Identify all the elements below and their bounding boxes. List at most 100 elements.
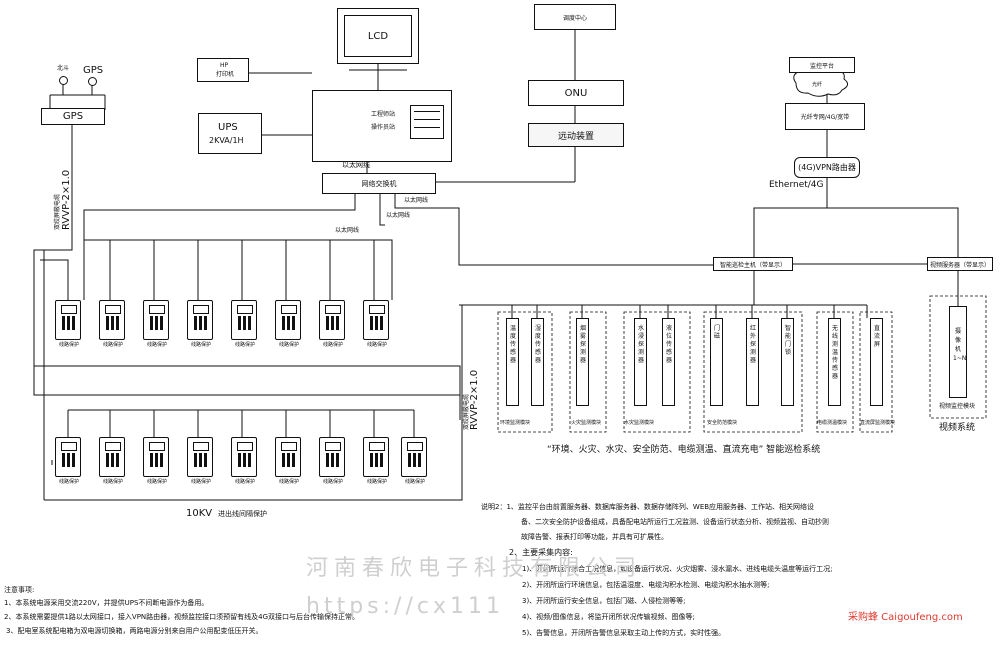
protection-relay: 线路保护 [143,437,169,485]
ups-unit: UPS 2KVA/1H [198,113,262,154]
relay-keypad [62,453,76,467]
relay-keypad [238,453,252,467]
onu-device: ONU [528,80,624,106]
note-intro-line-3: 故障告警、报表打印等功能，并具有可扩展性。 [521,533,668,541]
sensor-label: 液位传感器 [665,325,672,364]
operator-station-label: 操作员站 [371,124,396,131]
vpn-router: (4G)VPN路由器 [794,157,860,178]
relay-keypad [62,316,76,330]
cloud-label: 光纤 [812,82,823,88]
ethernet-label-4: 以太网线 [335,227,360,234]
relay-display [105,305,121,314]
ethernet-4g-label: Ethernet/4G [769,180,824,190]
note-item: 2)、开闭所运行环境信息，包括温湿度、电缆沟积水检测、电缆沟积水抽水测等; [522,581,770,589]
relay-display [369,305,385,314]
relay-display [369,442,385,451]
relay-display [237,305,253,314]
protection-relay: 线路保护 [55,300,81,348]
relay-keypad [370,453,384,467]
camera-unit: 摄像机1~N [949,306,967,398]
sensor-label: 门磁 [713,325,720,340]
relay-label: 线路保护 [190,479,211,485]
note-intro-line-1: 说明2：1、监控平台由前置服务器、数据库服务器、数据存储阵列、WEB应用服务器、… [481,503,815,511]
ethernet-label-2: 以太网线 [404,197,429,204]
system-caption: “环境、火灾、水灾、安全防范、电缆测温、直流充电” 智能巡检系统 [547,445,821,455]
video-server: 视频服务器（带显示） [927,257,993,271]
relay-display [61,442,77,451]
video-system-caption: 视频系统 [939,423,976,433]
sensor-device: 湿度传感器 [531,318,544,406]
sensor-label: 红外探测器 [749,325,756,364]
relay-keypad [238,316,252,330]
feeder-voltage-label: 10KV [186,508,213,519]
protection-relay: 线路保护 [363,300,389,348]
sensor-group-label: 水灾监测模块 [624,420,655,426]
sensor-label: 湿度传感器 [534,325,541,364]
relay-label: 线路保护 [322,342,343,348]
relay-display [105,442,121,451]
telecontrol-device: 远动装置 [528,123,624,147]
drive-bay [410,105,444,139]
relay-display [61,305,77,314]
note-item: 1)、开闭所运行综合工况信息，如设备运行状况、火灾烟雾、浸水漏水、进线电缆头温度… [522,565,833,573]
relay-label: 线路保护 [278,342,299,348]
relay-display [281,442,297,451]
workstation-computer: 工程师站 操作员站 [312,90,452,162]
relay-label: 线路保护 [234,479,255,485]
sensor-group-label: 火灾监测模块 [571,420,602,426]
company-watermark: 河南春欣电子科技有限公司 [306,556,643,581]
protection-relay: 线路保护 [363,437,389,485]
printer-model: HP [220,62,229,69]
sensor-device: 门磁 [710,318,723,406]
relay-keypad [370,316,384,330]
brand-watermark: 采购蜂 Caigoufeng.com [848,612,963,623]
sensor-label: 水浸探测器 [637,325,644,364]
ups-label: UPS [218,122,238,133]
video-module-label: 视频监控模块 [939,403,976,410]
ups-capacity: 2KVA/1H [209,136,244,145]
fiber-network: 光纤专网/4G/宽带 [785,103,865,130]
protection-relay: 线路保护 [319,437,345,485]
antenna-icon [88,77,97,86]
relay-keypad [282,453,296,467]
sensor-device: 水浸探测器 [634,318,647,406]
relay-display [407,442,423,451]
sensor-group-label: 安全防范模块 [707,420,738,426]
relay-label: 线路保护 [146,342,167,348]
sensor-device: 烟雾探测器 [576,318,589,406]
note-intro-line-2: 备、二次安全防护设备组成，具备配电站所运行工况监测、设备运行状态分析、视频监视、… [521,518,829,526]
relay-display [193,305,209,314]
protection-relay: 线路保护 [231,437,257,485]
sensor-label: 直流屏 [873,325,880,348]
note-main-title: 2、主要采集内容: [509,548,573,557]
relay-keypad [106,316,120,330]
relay-keypad [106,453,120,467]
relay-label: 线路保护 [102,479,123,485]
ethernet-label-1: 以太网线 [342,161,370,169]
sensor-group-label: 直流屏监测模块 [860,420,896,426]
notes-title: 注意事项: [4,586,35,594]
sensor-device: 直流屏 [870,318,883,406]
relay-display [325,442,341,451]
notes-line: 1、本系统电源采用交流220V，并提供UPS不间断电源作为备用。 [4,599,209,607]
protection-relay: 线路保护 [231,300,257,348]
relay-label: 线路保护 [322,479,343,485]
gps-receiver: GPS [41,108,105,125]
printer-label: 打印机 [216,71,235,78]
relay-display [149,305,165,314]
protection-relay: 线路保护 [275,437,301,485]
notes-line: 3、配电室系统配电箱为双电源切换箱，两路电源分别来自用户公用配变低压开关。 [6,627,263,635]
relay-label: 线路保护 [58,479,79,485]
sensor-group-label: 环境监测模块 [500,420,531,426]
sensor-label: 烟雾探测器 [579,325,586,364]
monitoring-platform: 监控平台 [789,57,855,73]
network-switch: 网络交换机 [322,173,436,194]
ethernet-label-3: 以太网线 [386,212,411,219]
sensor-label: 智能门锁 [784,325,791,356]
sensor-group-label: 电缆测温模块 [817,420,848,426]
relay-keypad [282,316,296,330]
protection-relay: 线路保护 [275,300,301,348]
antenna-icon [59,76,68,85]
relay-label: 线路保护 [146,479,167,485]
sensor-label: 温度传感器 [509,325,516,364]
